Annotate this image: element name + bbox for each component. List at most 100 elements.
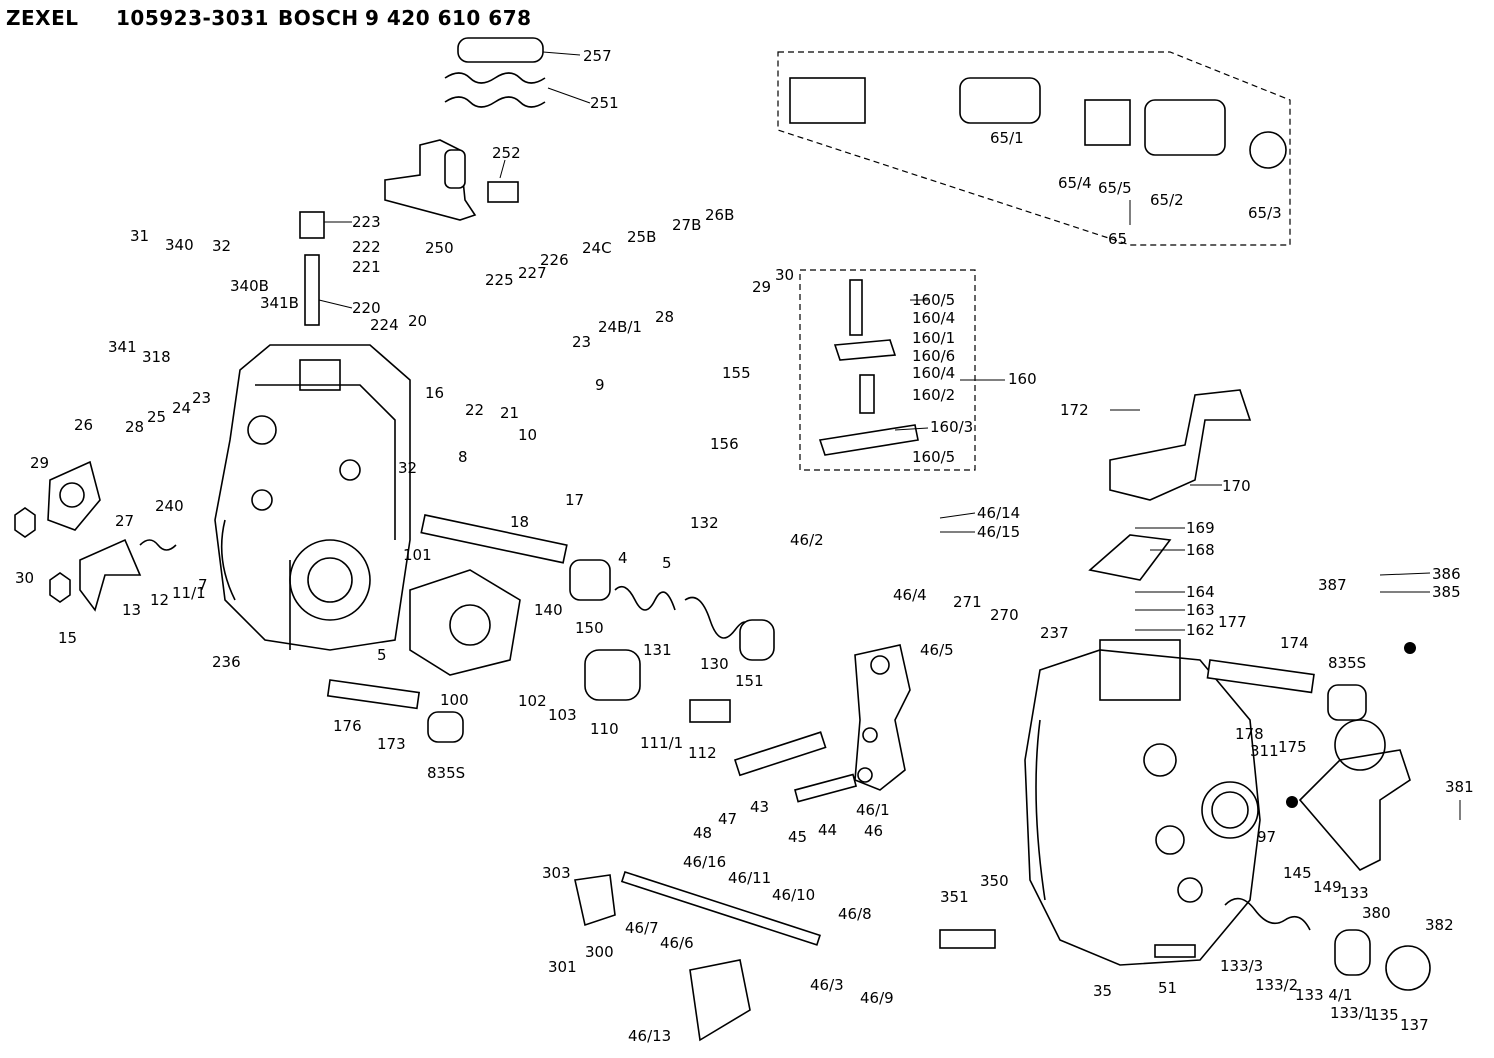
part-label-32-b: 32 bbox=[398, 459, 417, 477]
part-label-28-b: 28 bbox=[125, 418, 144, 436]
part-label-23-b: 23 bbox=[192, 389, 211, 407]
part-label-45: 45 bbox=[788, 828, 807, 846]
leader-lines bbox=[318, 51, 1461, 820]
part-label-221: 221 bbox=[352, 258, 381, 276]
part-label-160-1: 160/1 bbox=[912, 329, 955, 347]
part-label-46: 46 bbox=[864, 822, 883, 840]
disc-137 bbox=[1385, 945, 1431, 991]
part-label-65-3: 65/3 bbox=[1248, 204, 1282, 222]
part-label-48: 48 bbox=[693, 824, 712, 842]
part-label-236: 236 bbox=[212, 653, 241, 671]
part-label-160-4-b: 160/4 bbox=[912, 364, 955, 382]
spring-131 bbox=[614, 585, 676, 611]
part-label-137: 137 bbox=[1400, 1016, 1429, 1034]
part-label-46-14: 46/14 bbox=[977, 504, 1020, 522]
part-label-223: 223 bbox=[352, 213, 381, 231]
part-label-227: 227 bbox=[518, 264, 547, 282]
part-label-5: 5 bbox=[662, 554, 672, 572]
flyweight-100 bbox=[409, 569, 521, 676]
part-label-133: 133 bbox=[1340, 884, 1369, 902]
pump-housing-right bbox=[1024, 639, 1261, 966]
part-label-133-2: 133/2 bbox=[1255, 976, 1298, 994]
part-label-16: 16 bbox=[425, 384, 444, 402]
diagram-header: ZEXEL 105923-3031 BOSCH 9 420 610 678 bbox=[0, 0, 700, 36]
part-label-150: 150 bbox=[575, 619, 604, 637]
spring-133 bbox=[1224, 897, 1311, 931]
part-label-24: 24 bbox=[172, 399, 191, 417]
bracket-250 bbox=[384, 139, 477, 221]
part-label-21: 21 bbox=[500, 404, 519, 422]
pin-43 bbox=[733, 731, 827, 777]
part-label-46-5: 46/5 bbox=[920, 641, 954, 659]
part-label-112: 112 bbox=[688, 744, 717, 762]
spring-12 bbox=[139, 539, 177, 551]
sleeve-257 bbox=[457, 37, 544, 63]
group-160-boundary bbox=[799, 269, 976, 471]
cap-135 bbox=[1334, 929, 1371, 976]
part-label-351: 351 bbox=[940, 888, 969, 906]
part-label-29: 29 bbox=[752, 278, 771, 296]
part-label-13: 13 bbox=[122, 601, 141, 619]
part-label-386: 386 bbox=[1432, 565, 1461, 583]
part-label-151: 151 bbox=[735, 672, 764, 690]
part-label-101: 101 bbox=[403, 546, 432, 564]
part-label-103: 103 bbox=[548, 706, 577, 724]
part-label-164: 164 bbox=[1186, 583, 1215, 601]
part-label-168: 168 bbox=[1186, 541, 1215, 559]
part-label-65-5: 65/5 bbox=[1098, 179, 1132, 197]
part-label-222: 222 bbox=[352, 238, 381, 256]
nut-30 bbox=[14, 507, 36, 538]
part-label-22: 22 bbox=[465, 401, 484, 419]
part-label-46-16: 46/16 bbox=[683, 853, 726, 871]
part-label-132: 132 bbox=[690, 514, 719, 532]
part-label-11-1: 11/1 bbox=[172, 584, 206, 602]
plug-835S-b bbox=[1327, 684, 1367, 721]
part-label-102: 102 bbox=[518, 692, 547, 710]
sleeve-110 bbox=[584, 649, 641, 701]
part-label-4: 4 bbox=[618, 549, 628, 567]
part-label-160-4: 160/4 bbox=[912, 309, 955, 327]
part-label-15: 15 bbox=[58, 629, 77, 647]
part-label-111-1: 111/1 bbox=[640, 734, 683, 752]
part-label-224: 224 bbox=[370, 316, 399, 334]
part-label-20: 20 bbox=[408, 312, 427, 330]
part-label-240: 240 bbox=[155, 497, 184, 515]
part-label-130: 130 bbox=[700, 655, 729, 673]
part-label-46-2: 46/2 bbox=[790, 531, 824, 549]
part-label-10: 10 bbox=[518, 426, 537, 444]
plate-168 bbox=[1088, 534, 1172, 581]
part-label-174: 174 bbox=[1280, 634, 1309, 652]
lever-26 bbox=[47, 460, 101, 531]
part-label-46-4: 46/4 bbox=[893, 586, 927, 604]
part-label-176: 176 bbox=[333, 717, 362, 735]
part-label-18: 18 bbox=[510, 513, 529, 531]
part-label-30: 30 bbox=[775, 266, 794, 284]
pump-housing-left bbox=[214, 344, 411, 651]
part-label-9: 9 bbox=[595, 376, 605, 394]
part-label-25B: 25B bbox=[627, 228, 656, 246]
part-label-65-2: 65/2 bbox=[1150, 191, 1184, 209]
part-label-160-3: 160/3 bbox=[930, 418, 973, 436]
bullet-marker bbox=[1286, 796, 1298, 808]
part-label-318: 318 bbox=[142, 348, 171, 366]
part-label-225: 225 bbox=[485, 271, 514, 289]
header-brand-zexel: ZEXEL bbox=[6, 6, 79, 30]
nut-223 bbox=[299, 211, 325, 239]
part-label-7: 7 bbox=[198, 576, 208, 594]
part-label-350: 350 bbox=[980, 872, 1009, 890]
part-label-162: 162 bbox=[1186, 621, 1215, 639]
part-label-97: 97 bbox=[1257, 828, 1276, 846]
shaft-140 bbox=[420, 514, 568, 564]
part-label-46-9: 46/9 bbox=[860, 989, 894, 1007]
part-label-140: 140 bbox=[534, 601, 563, 619]
nut-15 bbox=[49, 572, 71, 603]
part-label-23: 23 bbox=[572, 333, 591, 351]
bracket-46-13 bbox=[689, 959, 751, 1042]
cap-151 bbox=[739, 619, 775, 661]
part-label-835S-b: 835S bbox=[1328, 654, 1366, 672]
part-label-340B: 340B bbox=[230, 277, 269, 295]
part-label-311: 311 bbox=[1250, 742, 1279, 760]
part-label-100: 100 bbox=[440, 691, 469, 709]
part-label-382: 382 bbox=[1425, 916, 1454, 934]
part-label-43: 43 bbox=[750, 798, 769, 816]
